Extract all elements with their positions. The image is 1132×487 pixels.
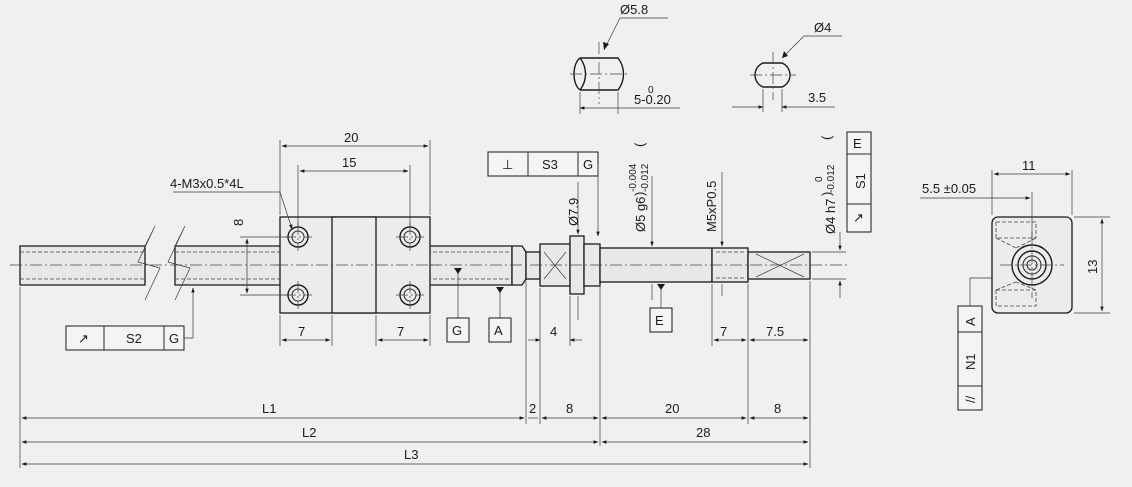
runout-nut-tolerance: S2 (126, 331, 142, 346)
perp-datum: G (583, 157, 593, 172)
detail-flat-large: Ø5.8 0 5-0.20 (570, 2, 680, 114)
journal-tol-upper: -0.004 (628, 163, 639, 192)
frame-runout-end: E S1 ↗ (846, 131, 872, 233)
mounting-hole (396, 223, 424, 251)
thread-note-label: 4-M3x0.5*4L (170, 176, 244, 191)
end-tol-upper: 0 (814, 176, 825, 182)
l1-label: L1 (262, 401, 276, 416)
dia-4-label: Ø4 (814, 20, 831, 35)
nut-body (276, 216, 438, 314)
detail-flat-small: Ø4 3.5 (732, 20, 842, 112)
end-dia-label: Ø4 h7 (823, 199, 838, 234)
journal-tol-paren-open: ( (632, 142, 647, 147)
nut-dimensions: 20 15 4-M3x0.5*4L 8 7 7 (170, 130, 431, 346)
flat-3-5-label: 3.5 (808, 90, 826, 105)
collar-width-label: 4 (550, 324, 557, 339)
journal-dia-label: Ø5 g6 (633, 197, 648, 232)
screw-shaft (10, 225, 850, 301)
flange-dimensions: 11 5.5 ±0.05 13 (920, 158, 1110, 314)
flange-end-view (991, 216, 1073, 314)
perp-symbol: ⊥ (502, 157, 513, 172)
flange-offset-label: 5.5 ±0.05 (922, 181, 976, 196)
runout-end-tolerance: S1 (853, 173, 868, 189)
datum-g: G (446, 268, 470, 343)
l3-label: L3 (404, 447, 418, 462)
runout-nut-datum: G (169, 331, 179, 346)
end-tol-lower: -0.012 (826, 164, 837, 193)
parallel-datum: A (963, 317, 978, 326)
collar-dia-label: Ø7.9 (566, 198, 581, 226)
nut-right-edge-label: 7 (397, 324, 404, 339)
hole-offset-label: 8 (231, 219, 246, 226)
shaft-length-dims: 4 7 7.5 L1 2 8 20 8 L2 28 L3 (19, 281, 811, 468)
end-tol-paren-close: ) (819, 192, 834, 196)
mounting-hole (396, 281, 424, 309)
parallel-tolerance: N1 (963, 353, 978, 370)
nut-width-label: 20 (344, 130, 358, 145)
flange-width-label: 11 (1022, 158, 1036, 173)
shaft-diameter-callouts: Ø7.9 Ø5 g6 -0.004 -0.012 ( ) M5xP0.5 Ø4 … (566, 135, 846, 320)
datum-g-label: G (452, 323, 462, 338)
frame-perpendicularity: ⊥ S3 G (487, 151, 600, 237)
journal-len-label: 20 (665, 401, 679, 416)
l2-label: L2 (302, 425, 316, 440)
runout-end-symbol: ↗ (853, 210, 864, 225)
datum-e-label: E (655, 313, 664, 328)
thread-label: M5xP0.5 (704, 181, 719, 232)
step-len-label: 2 (529, 401, 536, 416)
flat-width-tol-upper: 0 (648, 85, 654, 96)
end-tol-paren-open: ( (819, 135, 834, 140)
flat-width-label: 5-0.20 (634, 92, 671, 107)
frame-parallel: A N1 // (957, 277, 992, 411)
hole-pitch-label: 15 (342, 155, 356, 170)
datum-e: E (649, 284, 673, 333)
dia-5-8-label: Ø5.8 (620, 2, 648, 17)
end-len-label: 7.5 (766, 324, 784, 339)
datum-a-label: A (494, 323, 503, 338)
frame-runout-nut: ↗ S2 G (65, 287, 195, 351)
tail-len-label: 28 (696, 425, 710, 440)
thread-len-label: 7 (720, 324, 727, 339)
journal-tol-lower: -0.012 (640, 163, 651, 192)
nut-left-edge-label: 7 (298, 324, 305, 339)
perp-tolerance: S3 (542, 157, 558, 172)
seat-len-label: 8 (566, 401, 573, 416)
runout-end-datum: E (853, 136, 862, 151)
datum-a: A (488, 287, 512, 343)
flange-height-label: 13 (1085, 260, 1100, 274)
parallel-symbol: // (963, 395, 978, 403)
runout-nut-symbol: ↗ (78, 331, 89, 346)
journal-tol-paren-close: ) (632, 192, 647, 196)
end-total-label: 8 (774, 401, 781, 416)
